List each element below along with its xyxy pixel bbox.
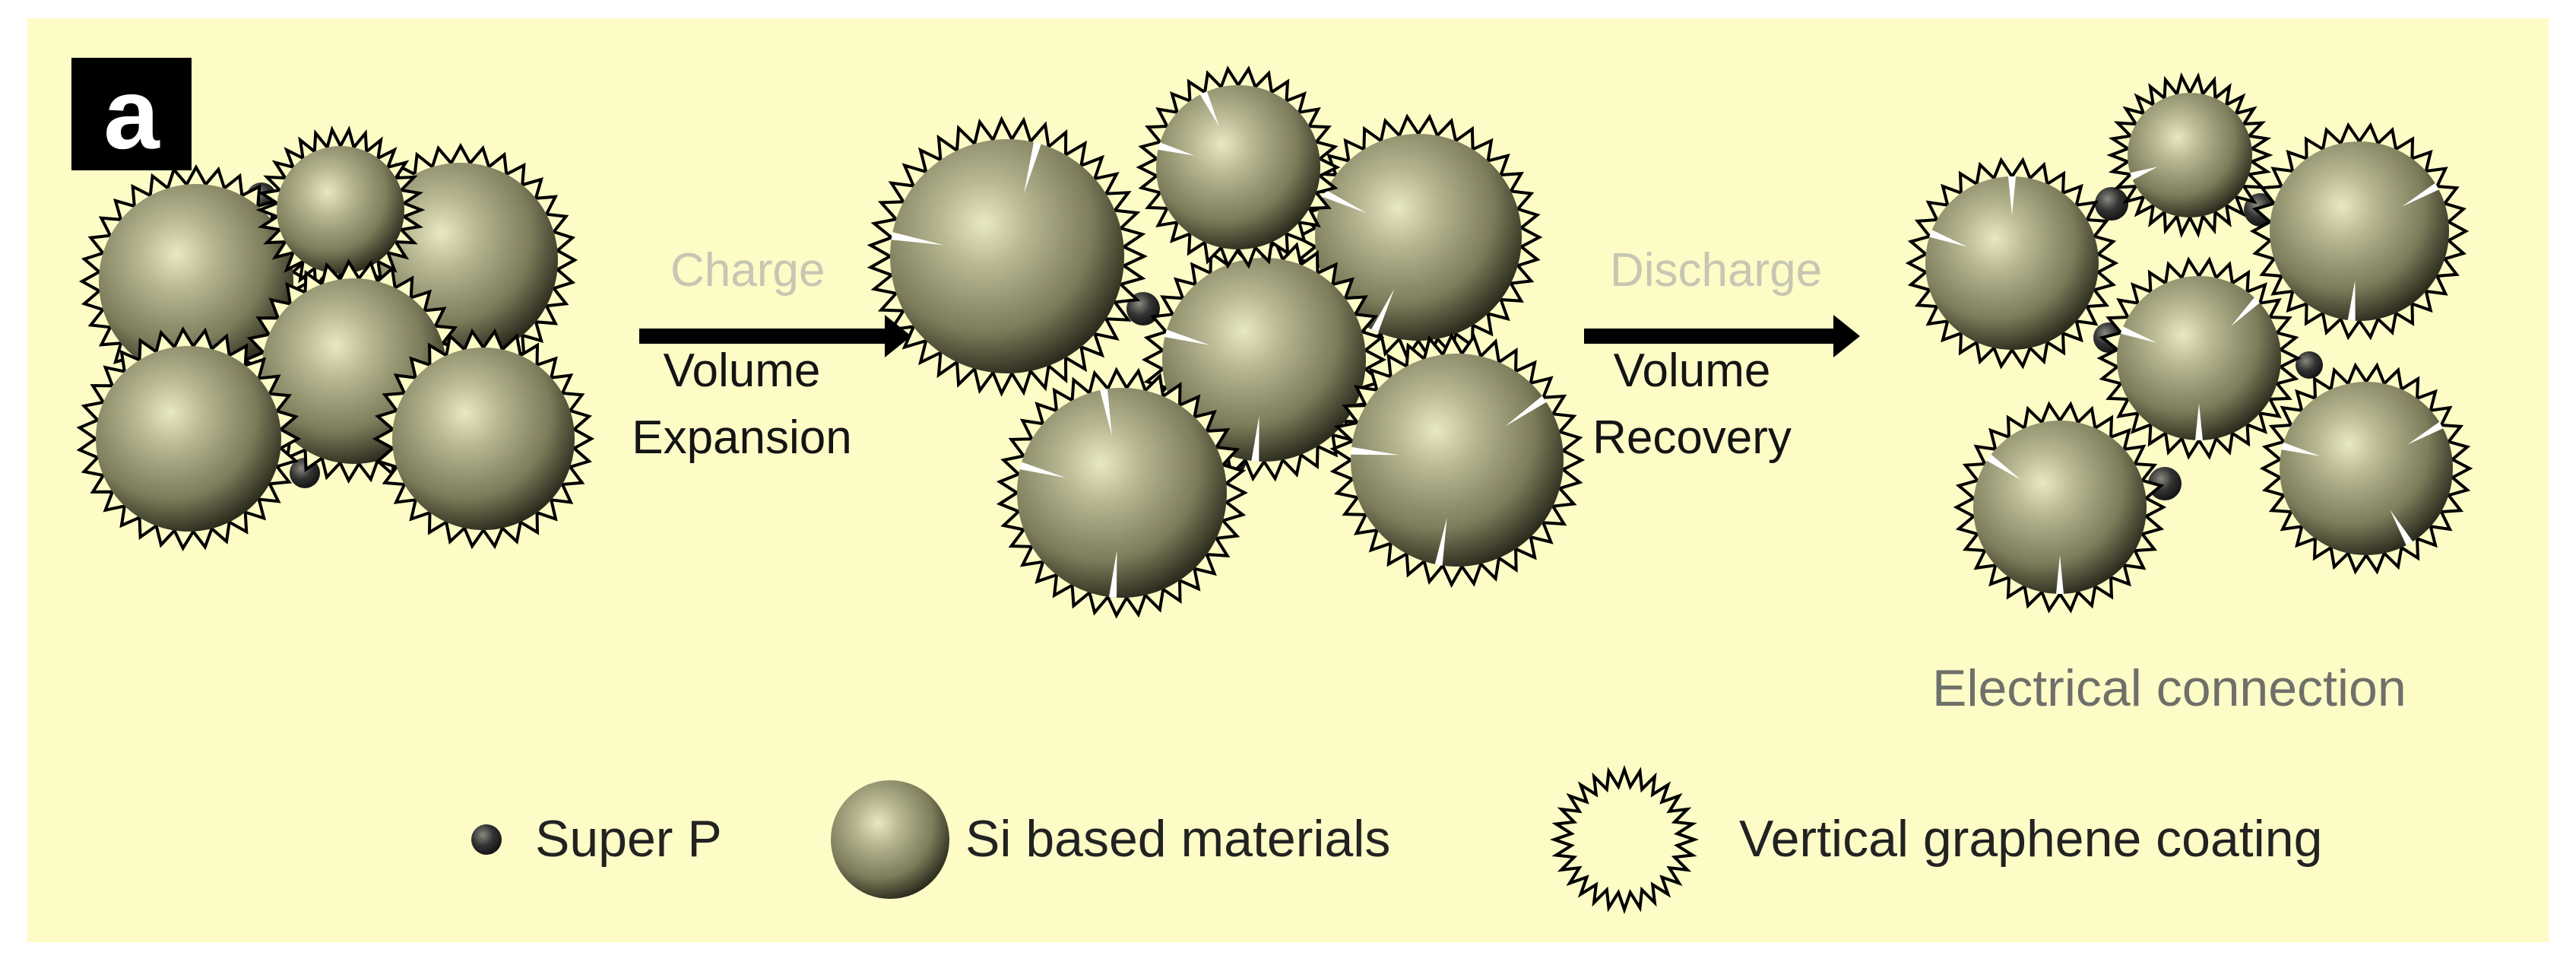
- si-particle: [867, 116, 1148, 397]
- charge-arrow: [639, 315, 911, 357]
- volume-expansion-line2: Expansion: [632, 411, 852, 464]
- volume-recovery-line2: Recovery: [1592, 411, 1792, 464]
- si-sphere: [277, 146, 404, 274]
- si-particle: [2259, 362, 2473, 575]
- si-sphere: [1351, 354, 1564, 567]
- super-p-dot: [2148, 467, 2182, 500]
- recovered-state-cluster: [1905, 72, 2473, 614]
- crack-mark: [1100, 389, 1112, 437]
- crack-mark: [2231, 297, 2260, 326]
- si-sphere: [2128, 93, 2252, 217]
- crack-mark: [1434, 517, 1447, 566]
- process-arrows: [639, 315, 1860, 357]
- volume-recovery-label: Volume Recovery: [1578, 338, 1806, 471]
- crack-mark: [2130, 167, 2158, 180]
- crack-mark: [1109, 550, 1117, 598]
- si-sphere: [1315, 134, 1522, 341]
- crack-mark: [2407, 421, 2444, 445]
- diagram-panel: a Charge Volume Expansion Discharge Volu…: [27, 18, 2549, 942]
- diagram-canvas: [76, 65, 2473, 915]
- si-particle: [2096, 256, 2302, 460]
- crack-mark: [1986, 454, 2021, 480]
- electrical-connection-label: Electrical connection: [1932, 659, 2406, 717]
- crack-mark: [2120, 326, 2157, 343]
- discharge-arrow: [1584, 315, 1860, 357]
- crack-mark: [891, 232, 944, 246]
- crack-mark: [2281, 442, 2321, 456]
- crack-mark: [2347, 280, 2356, 321]
- crack-mark: [1251, 415, 1259, 462]
- crack-mark: [1929, 230, 1968, 247]
- legend-si-sphere: [831, 780, 949, 899]
- discharge-label: Discharge: [1610, 244, 1823, 297]
- initial-state-cluster: [76, 125, 595, 551]
- si-particle: [2249, 122, 2470, 341]
- volume-expansion-label: Volume Expansion: [628, 338, 856, 471]
- crack-mark: [2008, 176, 2016, 216]
- crack-mark: [1371, 288, 1395, 333]
- si-sphere: [1925, 176, 2099, 350]
- si-sphere: [2280, 382, 2453, 555]
- si-particle: [996, 367, 1248, 619]
- crack-mark: [1019, 462, 1066, 478]
- si-sphere: [2270, 141, 2449, 321]
- si-sphere: [1973, 421, 2147, 594]
- si-sphere: [99, 184, 293, 379]
- si-sphere: [890, 139, 1124, 373]
- super-p-dot: [471, 824, 502, 855]
- si-particle: [372, 328, 595, 550]
- volume-expansion-line1: Volume: [663, 344, 821, 397]
- crack-mark: [1023, 142, 1041, 195]
- legend-super-p-label: Super P: [535, 810, 722, 868]
- si-sphere: [1156, 85, 1320, 249]
- si-particle: [76, 326, 302, 551]
- si-particle: [1136, 65, 1341, 269]
- si-particle: [1905, 157, 2119, 370]
- crack-mark: [1164, 329, 1210, 345]
- legend-si-label: Si based materials: [965, 810, 1391, 868]
- si-sphere: [1162, 258, 1366, 462]
- crack-mark: [1199, 91, 1219, 127]
- expanded-state-cluster: [867, 65, 1586, 619]
- si-particle: [1953, 401, 2167, 614]
- si-particle: [255, 125, 426, 294]
- si-particle: [2106, 72, 2273, 238]
- si-sphere: [392, 348, 575, 530]
- crack-mark: [1351, 446, 1399, 456]
- panel-label: a: [71, 58, 192, 170]
- si-sphere: [96, 346, 281, 532]
- legend-graphene-label: Vertical graphene coating: [1739, 810, 2323, 868]
- super-p-dot: [2095, 187, 2128, 221]
- crack-mark: [1158, 142, 1195, 156]
- si-particle: [1329, 332, 1586, 588]
- crack-mark: [2056, 554, 2064, 594]
- legend-graphene-ring: [1549, 764, 1700, 915]
- crack-mark: [2402, 183, 2439, 207]
- super-p-dot: [2296, 351, 2323, 379]
- crack-mark: [1505, 395, 1547, 427]
- si-sphere: [1017, 388, 1227, 598]
- crack-mark: [2195, 403, 2203, 440]
- crack-mark: [1323, 190, 1367, 214]
- legend-symbols: [471, 764, 1700, 915]
- charge-label: Charge: [670, 244, 825, 297]
- crack-mark: [2390, 510, 2413, 546]
- volume-recovery-line1: Volume: [1613, 344, 1771, 397]
